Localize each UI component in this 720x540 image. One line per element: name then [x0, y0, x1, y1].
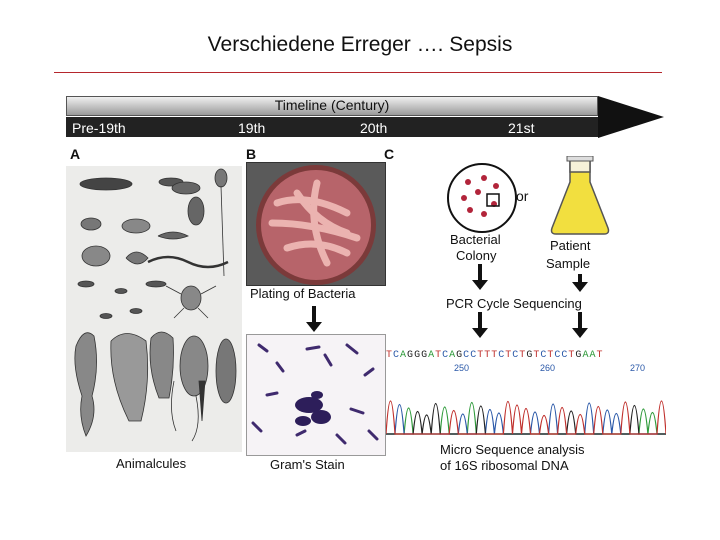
gram-stain-photo — [246, 334, 386, 456]
sequence-base: A — [400, 350, 407, 361]
analysis-label-line1: Micro Sequence analysis — [440, 442, 585, 458]
sequence-position-260: 260 — [540, 363, 555, 373]
sequence-base: T — [596, 350, 603, 361]
plating-arrow-icon — [312, 306, 316, 324]
bacteria-plate-photo — [246, 162, 386, 286]
colony-label-line2: Colony — [456, 248, 496, 264]
timeline-label-19th: 19th — [238, 120, 265, 136]
or-label: or — [516, 188, 528, 204]
pcr-right-arrow-icon — [578, 312, 582, 330]
plating-caption: Plating of Bacteria — [250, 286, 356, 302]
bacterial-colony-dish-icon — [444, 160, 524, 236]
analysis-label-line2: of 16S ribosomal DNA — [440, 458, 569, 474]
sequence-position-250: 250 — [454, 363, 469, 373]
timeline-title: Timeline (Century) — [66, 97, 598, 113]
timeline-label-pre19th: Pre-19th — [72, 120, 126, 136]
panel-a-letter: A — [70, 146, 80, 162]
colony-arrow-icon — [478, 264, 482, 282]
animalcules-caption: Animalcules — [116, 456, 186, 472]
panel-c-letter: C — [384, 146, 394, 162]
pcr-label: PCR Cycle Sequencing — [446, 296, 582, 312]
pcr-left-arrow-icon — [478, 312, 482, 330]
colony-label-line1: Bacterial — [450, 232, 501, 248]
animalcules-illustration — [66, 166, 242, 452]
slide-title: Verschiedene Erreger …. Sepsis — [0, 33, 720, 57]
panel-b-letter: B — [246, 146, 256, 162]
sequence-base: G — [407, 350, 414, 361]
timeline-label-20th: 20th — [360, 120, 387, 136]
sequence-base: T — [386, 350, 393, 361]
timeline-label-21st: 21st — [508, 120, 534, 136]
chromatogram-trace — [386, 376, 666, 436]
sample-arrow-icon — [578, 274, 582, 284]
sample-label-line1: Patient — [550, 238, 590, 254]
title-divider — [54, 72, 662, 73]
gram-stain-caption: Gram's Stain — [270, 457, 345, 473]
patient-sample-flask-icon — [550, 156, 610, 236]
sepsis-figure: Timeline (Century) Pre-19th 19th 20th 21… — [66, 96, 666, 480]
sequence-position-270: 270 — [630, 363, 645, 373]
sample-label-line2: Sample — [546, 256, 590, 272]
sequence-base: C — [393, 350, 400, 361]
dna-sequence: TCAGGGATCAGCCTTTCTCTGTCTCCTGAAT — [386, 350, 603, 361]
timeline-arrow-icon — [598, 96, 664, 138]
